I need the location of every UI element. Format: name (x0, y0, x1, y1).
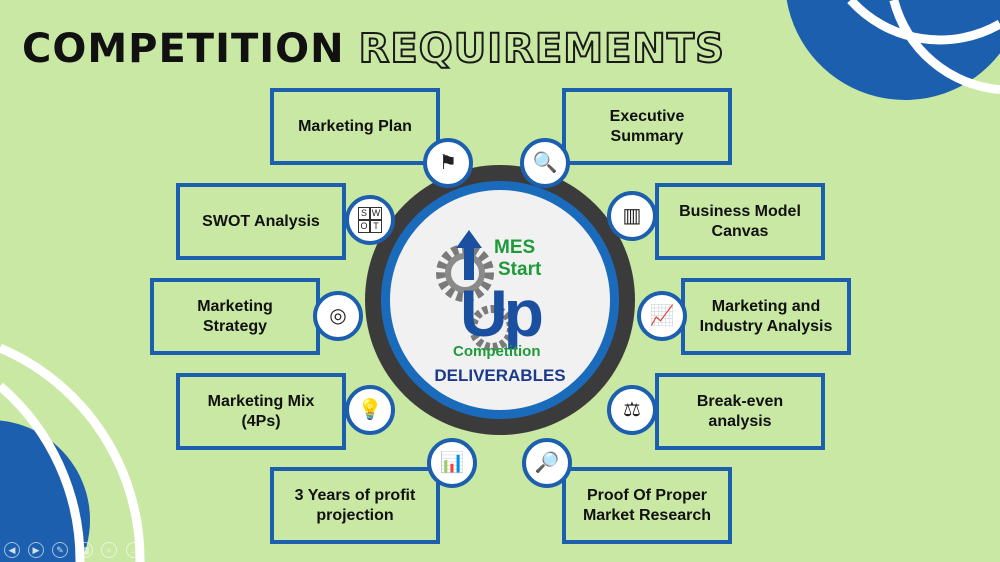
next-slide-button[interactable]: ▶ (28, 542, 44, 558)
deliverable-box: Marketing Mix (4Ps) (174, 371, 348, 452)
deliverable-box: Marketing and Industry Analysis (679, 276, 853, 357)
pen-button[interactable]: ✎ (52, 542, 68, 558)
slides-grid-button[interactable]: ▦ (77, 542, 93, 558)
more-options-button[interactable]: … (126, 542, 142, 558)
logo-up: Up (460, 276, 544, 350)
deliverable-box: Executive Summary (560, 86, 734, 167)
previous-slide-button[interactable]: ◀ (4, 542, 20, 558)
document-search-icon: 🔍 (520, 138, 570, 188)
page-title: COMPETITION REQUIREMENTS (22, 25, 725, 73)
swot-letter: W (370, 207, 382, 220)
deliverable-label: Marketing Mix (4Ps) (207, 392, 315, 430)
deliverables-label: DELIVERABLES (434, 366, 566, 385)
logo-mes: MES (494, 237, 536, 258)
profit-chart-icon: 📊 (427, 438, 477, 488)
swot-letter: S (358, 207, 370, 220)
deliverable-box: Proof Of Proper Market Research (560, 465, 734, 546)
market-research-icon: 🔎 (522, 438, 572, 488)
balance-icon: ⚖ (607, 385, 657, 435)
strategy-board-icon: ⚑ (423, 138, 473, 188)
zoom-button[interactable]: ⌕ (101, 542, 117, 558)
deliverable-box: Marketing Plan (268, 86, 442, 167)
deliverable-box: SWOT Analysis (174, 181, 348, 262)
center-logo: MES Start Up Competition DELIVERABLES (390, 190, 610, 410)
title-part1: COMPETITION (22, 26, 345, 72)
logo-competition: Competition (453, 343, 541, 360)
deliverable-label: Marketing and Industry Analysis (699, 297, 833, 335)
deliverable-label: Proof Of Proper Market Research (582, 486, 712, 524)
deliverable-label: Business Model Canvas (679, 202, 801, 240)
gear-arrow-icon (436, 230, 515, 351)
logo-start: Start (498, 259, 542, 280)
title-part2: REQUIREMENTS (358, 25, 725, 73)
deliverable-box: 3 Years of profit projection (268, 465, 442, 546)
deliverable-label: SWOT Analysis (202, 212, 320, 230)
deliverable-box: Marketing Strategy (148, 276, 322, 357)
canvas-grid-icon: ▥ (607, 191, 657, 241)
deliverable-box: Break-even analysis (653, 371, 827, 452)
marketing-mix-icon: 💡 (345, 385, 395, 435)
target-bulb-icon: ◎ (313, 291, 363, 341)
deliverable-box: Business Model Canvas (653, 181, 827, 262)
swot-letter: O (358, 220, 370, 233)
deliverable-label: 3 Years of profit projection (294, 486, 416, 524)
deliverable-label: Executive Summary (609, 107, 685, 145)
deliverable-label: Break-even analysis (696, 392, 784, 430)
deliverable-label: Marketing Plan (298, 117, 412, 135)
deliverable-label: Marketing Strategy (197, 297, 273, 335)
growth-chart-icon: 📈 (637, 291, 687, 341)
swot-letter: T (370, 220, 382, 233)
